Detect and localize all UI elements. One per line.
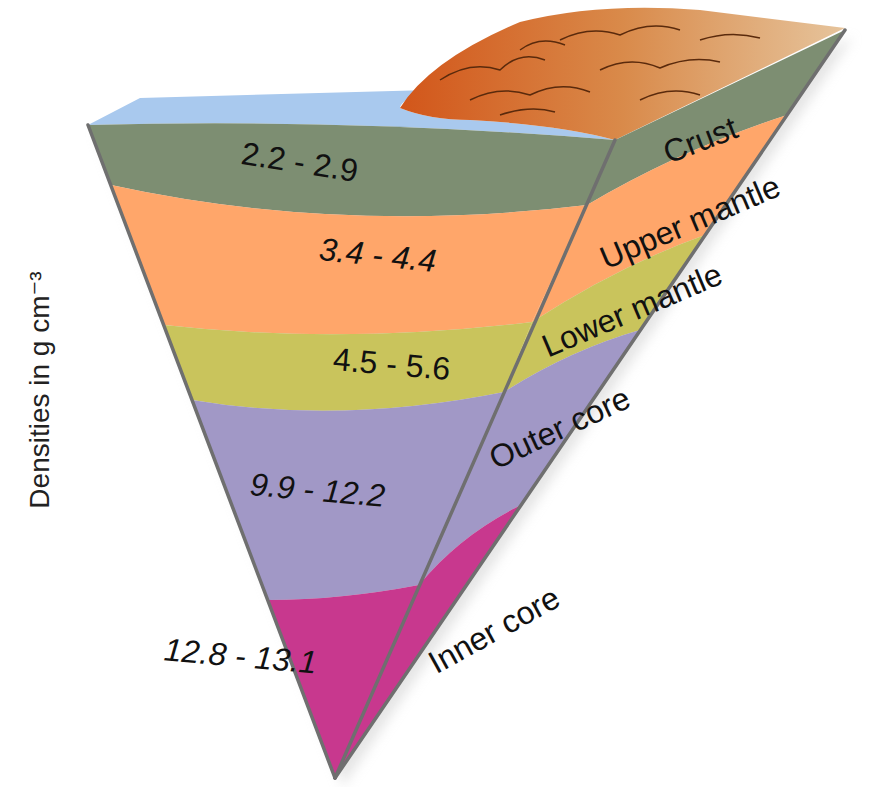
layer-name: Crust xyxy=(659,111,742,168)
earth-layer-band: 9.9 - 12.2 Outer core xyxy=(192,330,640,600)
density-range: 9.9 - 12.2 xyxy=(249,468,386,512)
density-range: 2.2 - 2.9 xyxy=(240,137,361,187)
outer-core-band-right xyxy=(419,330,640,585)
earth-layer-band: 3.4 - 4.4 Upper mantle xyxy=(111,115,787,345)
density-range: 3.4 - 4.4 xyxy=(318,233,438,277)
earth-layer-band: 12.8 - 13.1Inner core xyxy=(268,505,521,778)
density-range: 4.5 - 5.6 xyxy=(332,343,452,385)
wedge-edges xyxy=(88,30,845,778)
axis-caption: Densities in g cm⁻³ xyxy=(26,271,54,508)
layer-name: Inner core xyxy=(423,581,565,679)
density-range: 12.8 - 13.1 xyxy=(162,633,317,678)
layer-name: Lower mantle xyxy=(537,258,726,363)
layer-name: Upper mantle xyxy=(595,170,784,275)
upper-mantle-band-left xyxy=(111,185,587,334)
layer-name: Outer core xyxy=(485,382,636,475)
